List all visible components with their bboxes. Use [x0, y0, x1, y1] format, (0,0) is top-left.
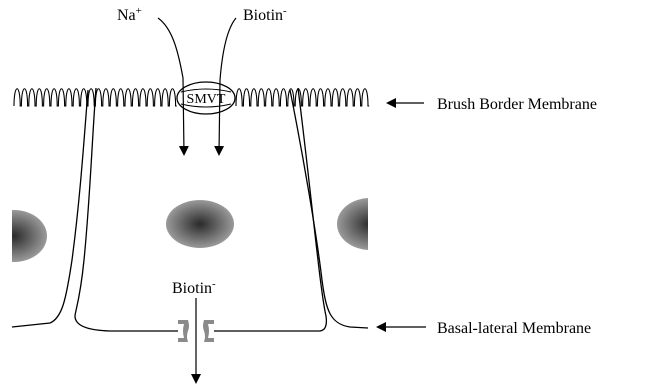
brush-border-label: Brush Border Membrane — [437, 96, 597, 113]
basal-lateral-label: Basal-lateral Membrane — [437, 320, 591, 337]
na-superscript: + — [136, 5, 142, 17]
left-cell-wall — [12, 90, 88, 327]
central-nucleus-icon — [166, 200, 234, 248]
biotin-out-superscript: - — [212, 278, 216, 290]
na-label: Na+ — [117, 5, 142, 24]
biotin-out-text: Biotin — [172, 280, 212, 297]
right-nucleus-icon — [337, 198, 403, 250]
left-nucleus-icon — [0, 210, 47, 262]
biotin-in-label: Biotin- — [243, 5, 287, 24]
na-text: Na — [117, 7, 136, 24]
na-arrow — [158, 18, 184, 154]
biotin-in-superscript: - — [283, 5, 287, 17]
biotin-in-text: Biotin — [243, 7, 283, 24]
biotin-out-label: Biotin- — [172, 278, 216, 297]
